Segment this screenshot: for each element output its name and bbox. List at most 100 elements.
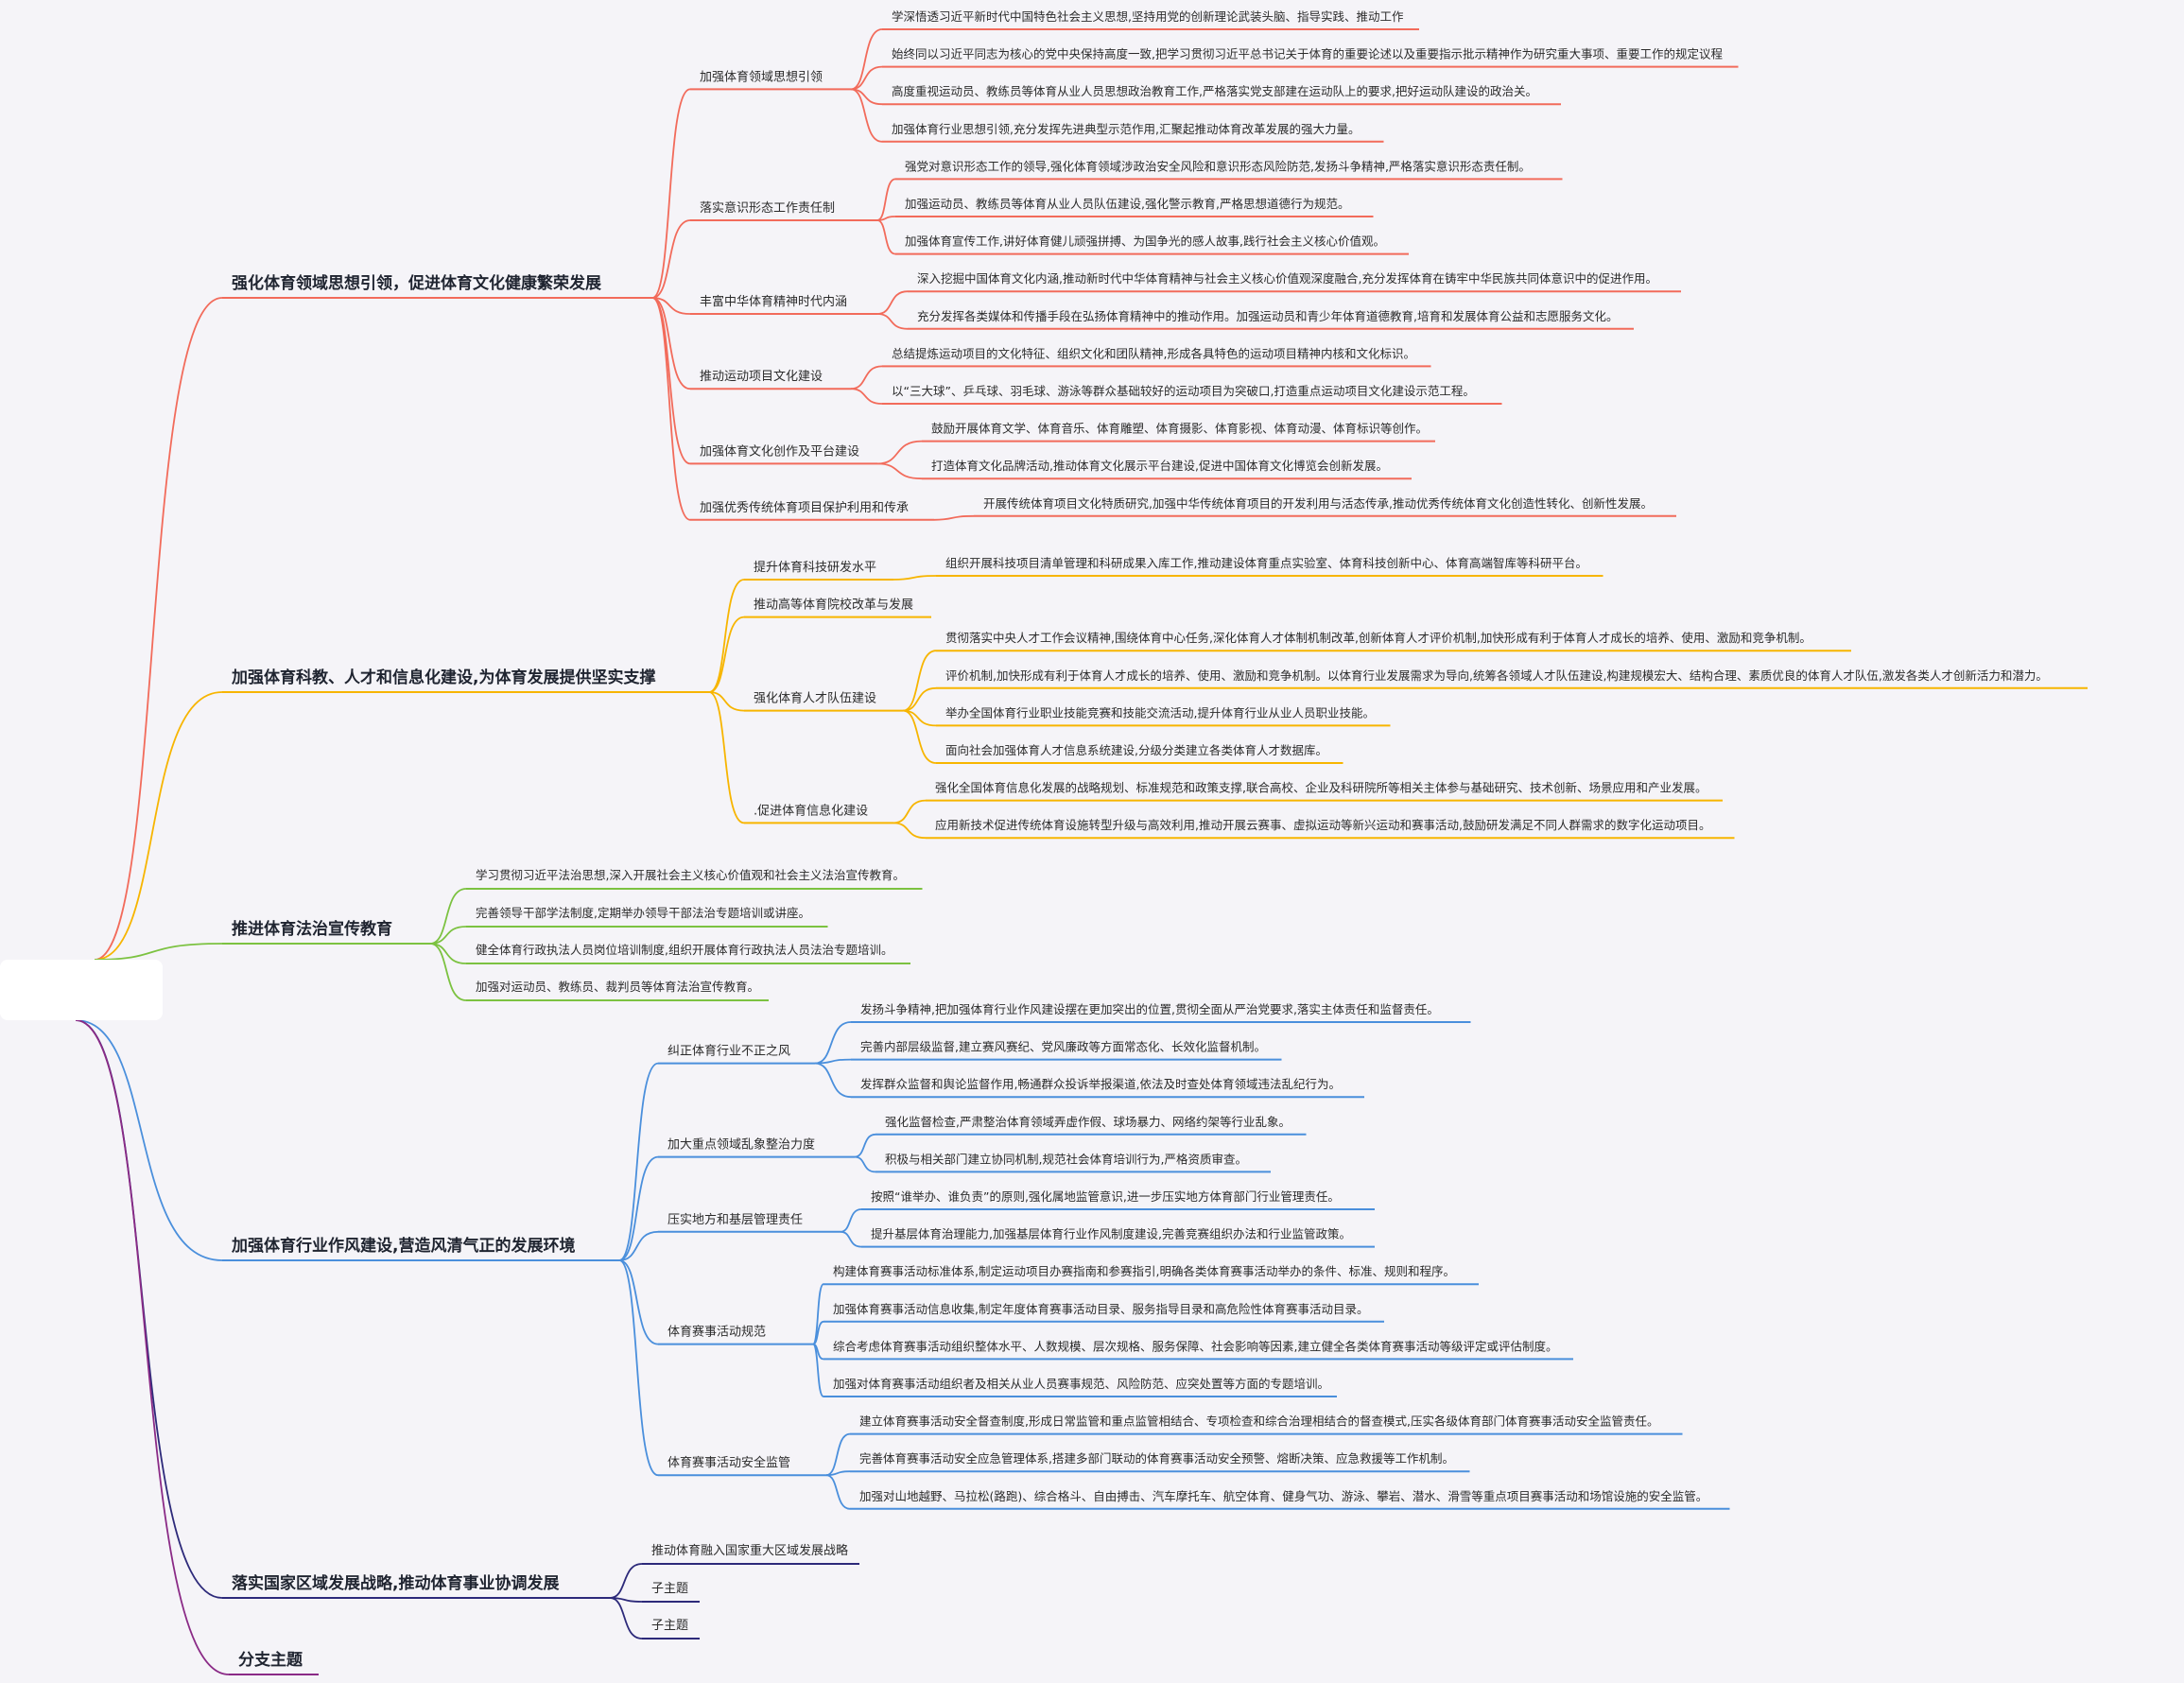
leaf-label[interactable]: 举办全国体育行业职业技能竞赛和技能交流活动,提升体育行业从业人员职业技能。 [945,705,1375,720]
subtopic-label[interactable]: 子主题 [651,1582,688,1596]
leaf-edge [876,440,923,465]
leaf-label[interactable]: 加强体育行业思想引领,充分发挥先进典型示范作用,汇聚起推动体育改革发展的强大力量… [892,122,1360,136]
leaf-edge [902,650,937,712]
subtopic-3: 丰富中华体育精神时代内涵 深入挖掘中国体育文化内涵,推动新时代中华体育精神与社会主… [690,271,1681,330]
subtopic-label[interactable]: 推动高等体育院校改革与发展 [754,598,913,613]
leaf-label[interactable]: 完善内部层级监督,建立赛风赛纪、党风廉政等方面常态化、长效化监督机制。 [860,1040,1266,1054]
leaf-label[interactable]: 强化监督检查,严肃整治体育领域弄虚作假、球场暴力、网络约架等行业乱象。 [885,1115,1291,1129]
leaf-label[interactable]: 打造体育文化品牌活动,推动体育文化展示平台建设,促进中国体育文化博览会创新发展。 [931,459,1388,473]
trunk-edge-1 [94,297,223,961]
leaf-label[interactable]: 完善体育赛事活动安全应急管理体系,搭建多部门联动的体育赛事活动安全预警、熔断决策… [859,1451,1454,1466]
sub-edge [651,219,691,299]
leaf-edge [854,1133,876,1158]
branch-3: 推进体育法治宣传教育 学习贯彻习近平法治思想,深入开展社会主义核心价值观和社会主义… [222,868,923,1001]
leaf-label[interactable]: 组织开展科技项目清单管理和科研成果入库工作,推动建设体育重点实验室、体育科技创新… [945,556,1587,570]
main-topic-label[interactable]: 加强体育行业作风建设,营造风清气正的发展环境 [231,1236,575,1256]
leaf-label[interactable]: 充分发挥各类媒体和传播手段在弘扬体育精神中的推动作用。加强运动员和青少年体育道德… [917,309,1618,323]
connector-lines [75,28,975,1675]
leaf-edge [812,1320,824,1345]
leaf-label[interactable]: 提升基层体育治理能力,加强基层体育行业作风制度建设,完善竞赛组织办法和行业监管政… [871,1227,1351,1241]
leaf-label[interactable]: 综合考虑体育赛事活动组织整体水平、人数规模、层次规格、服务保障、社会影响等因素,… [833,1339,1557,1353]
branch-6: 分支主题 [229,1650,319,1675]
leaf-label[interactable]: 强化全国体育信息化发展的战略规划、标准规范和政策支撑,联合高校、企业及科研院所等… [935,781,1707,795]
branch-1: 强化体育领域思想引领，促进体育文化健康繁荣发展 加强体育领域思想引领 学深悟透习近平… [222,9,1739,521]
main-topic-label[interactable]: 推进体育法治宣传教育 [232,919,392,939]
subtopic-label[interactable]: 丰富中华体育精神时代内涵 [700,294,847,309]
leaf-edge [893,575,937,581]
subtopic-label[interactable]: 提升体育科技研发水平 [754,560,876,575]
leaf-label[interactable]: 发扬斗争精神,把加强体育行业作风建设摆在更加突出的位置,贯彻全面从严治党要求,落… [860,1002,1439,1016]
subtopic-label[interactable]: 强化体育人才队伍建设 [754,691,876,706]
sub-edge [618,1155,659,1261]
leaf-label[interactable]: 始终同以习近平同志为核心的党中央保持高度一致,把学习贯彻习近平总书记关于体育的重… [892,47,1723,61]
leaf-label[interactable]: 学深悟透习近平新时代中国特色社会主义思想,坚持用党的创新理论武装头脑、指导实践、… [892,9,1404,24]
subtopic-label[interactable]: 加强对运动员、教练员、裁判员等体育法治宣传教育。 [476,980,759,994]
subtopic-label[interactable]: 加强体育领域思想引领 [700,69,823,84]
leaf-label[interactable]: 按照“谁举办、谁负责”的原则,强化属地监管意识,进一步压实地方体育部门行业管理责… [871,1189,1340,1204]
leaf-label[interactable]: 构建体育赛事活动标准体系,制定运动项目办赛指南和参赛指引,明确各类体育赛事活动举… [833,1264,1455,1278]
main-topic-label[interactable]: 落实国家区域发展战略,推动体育事业协调发展 [232,1573,559,1593]
subtopic-4: .促进体育信息化建设 强化全国体育信息化发展的战略规划、标准规范和政策支撑,联合高… [744,781,1735,840]
leaf-label[interactable]: 深入挖掘中国体育文化内涵,推动新时代中华体育精神与社会主义核心价值观深度融合,充… [917,271,1657,286]
sub-edge [651,297,691,521]
leaf-edge [933,514,975,521]
subtopic-label[interactable]: 推动运动项目文化建设 [700,370,823,384]
leaf-label[interactable]: 加强运动员、教练员等体育从业人员队伍建设,强化警示教育,严格思想道德行为规范。 [905,197,1349,211]
leaf-label[interactable]: 贯彻落实中央人才工作会议精神,围绕体育中心任务,深化体育人才体制机制改革,创新体… [945,631,1811,645]
leaf-label[interactable]: 加强对体育赛事活动组织者及相关从业人员赛事规范、风险防范、应突处置等方面的专题培… [833,1377,1329,1391]
subtopic-label[interactable]: 子主题 [651,1619,688,1633]
leaf-label[interactable]: 高度重视运动员、教练员等体育从业人员思想政治教育工作,严格落实党支部建在运动队上… [892,84,1537,98]
leaf-label[interactable]: 应用新技术促进传统体育设施转型升级与高效利用,推动开展云赛事、虚拟运动等新兴运动… [935,818,1710,832]
leaf-label[interactable]: 以“三大球”、乒乓球、羽毛球、游泳等群众基础较好的运动项目为突破口,打造重点运动… [892,384,1475,398]
subtopic-label[interactable]: 加大重点领域乱象整治力度 [667,1137,815,1153]
leaf-edge [840,1208,862,1233]
leaf-edge [876,178,896,221]
sub-edge [429,943,467,1001]
leaf-label[interactable]: 积极与相关部门建立协同机制,规范社会体育培训行为,严格资质审查。 [885,1152,1247,1166]
leaf-label[interactable]: 强党对意识形态工作的领导,强化体育领域涉政治安全风险和意识形态风险防范,发扬斗争… [905,159,1531,173]
subtopic-1: 推动体育融入国家重大区域发展战略 [642,1543,859,1565]
subtopic-label[interactable]: 落实意识形态工作责任制 [700,200,835,216]
subtopic-2: 完善领导干部学法制度,定期举办领导干部法治专题培训或讲座。 [466,906,828,928]
leaf-edge [876,290,909,315]
branch-4: 加强体育行业作风建设,营造风清气正的发展环境 纠正体育行业不正之风 发扬斗争精神,把… [222,1002,1730,1510]
branch-5: 落实国家区域发展战略,推动体育事业协调发展 推动体育融入国家重大区域发展战略子主题… [222,1543,859,1640]
leaf-label[interactable]: 评价机制,加快形成有利于体育人才成长的培养、使用、激励和竞争机制。以体育行业发展… [945,668,2048,683]
leaf-label[interactable]: 加强体育宣传工作,讲好体育健儿顽强拼搏、为国争光的感人故事,践行社会主义核心价值… [905,234,1385,249]
leaf-label[interactable]: 鼓励开展体育文学、体育音乐、体育雕塑、体育摄影、体育影视、体育动漫、体育标识等创… [931,422,1428,436]
main-topic-label[interactable]: 分支主题 [238,1650,303,1670]
leaf-edge [814,1062,852,1099]
subtopic-label[interactable]: 压实地方和基层管理责任 [667,1212,803,1227]
sub-edge [708,579,745,693]
subtopic-label[interactable]: .促进体育信息化建设 [754,803,868,818]
leaf-label[interactable]: 加强对山地越野、马拉松(路跑)、综合格斗、自由搏击、汽车摩托车、航空体育、健身气… [859,1489,1707,1503]
leaf-label[interactable]: 建立体育赛事活动安全督查制度,形成日常监管和重点监管相结合、专项检查和综合治理相… [859,1414,1658,1429]
subtopic-3: 健全体育行政执法人员岗位培训制度,组织开展体育行政执法人员法治专题培训。 [466,943,910,964]
subtopic-label[interactable]: 推动体育融入国家重大区域发展战略 [651,1543,848,1558]
subtopic-6: 加强优秀传统体育项目保护利用和传承 开展传统体育项目文化特质研究,加强中华传统体育… [690,496,1676,521]
subtopic-label[interactable]: 完善领导干部学法制度,定期举办领导干部法治专题培训或讲座。 [476,906,810,920]
main-topic-label[interactable]: 加强体育科教、人才和信息化建设,为体育发展提供坚实支撑 [231,668,655,687]
main-topic-label[interactable]: 强化体育领域思想引领，促进体育文化健康繁荣发展 [232,273,601,293]
central-topic-node[interactable] [0,960,163,1020]
leaf-label[interactable]: 总结提炼运动项目的文化特征、组织文化和团队精神,形成各具特色的运动项目精神内核和… [892,346,1415,360]
subtopic-label[interactable]: 体育赛事活动安全监管 [667,1455,790,1470]
leaf-edge [825,1474,851,1510]
trunk-edge-6 [75,1019,230,1675]
leaf-edge [854,1155,876,1173]
leaf-label[interactable]: 面向社会加强体育人才信息系统建设,分级分类建立各类体育人才数据库。 [945,743,1327,757]
subtopic-label[interactable]: 学习贯彻习近平法治思想,深入开展社会主义核心价值观和社会主义法治宣传教育。 [476,868,905,882]
subtopic-label[interactable]: 纠正体育行业不正之风 [667,1044,790,1059]
leaf-label[interactable]: 开展传统体育项目文化特质研究,加强中华传统体育项目的开发利用与活态传承,推动优秀… [983,496,1653,511]
subtopic-label[interactable]: 健全体育行政执法人员岗位培训制度,组织开展体育行政执法人员法治专题培训。 [476,943,893,957]
leaf-label[interactable]: 加强体育赛事活动信息收集,制定年度体育赛事活动目录、服务指导目录和高危险性体育赛… [833,1302,1368,1316]
subtopic-label[interactable]: 体育赛事活动规范 [667,1325,766,1340]
subtopic-2: 加大重点领域乱象整治力度 强化监督检查,严肃整治体育领域弄虚作假、球场暴力、网络约… [658,1115,1307,1173]
subtopic-label[interactable]: 加强优秀传统体育项目保护利用和传承 [700,500,909,515]
subtopic-label[interactable]: 加强体育文化创作及平台建设 [700,443,859,459]
trunk-edge-4 [75,1019,223,1261]
leaf-edge [850,28,883,91]
sub-edge [708,691,745,712]
leaf-label[interactable]: 发挥群众监督和舆论监督作用,畅通群众投诉举报渠道,依法及时查处体育领域违法乱纪行… [860,1077,1341,1091]
